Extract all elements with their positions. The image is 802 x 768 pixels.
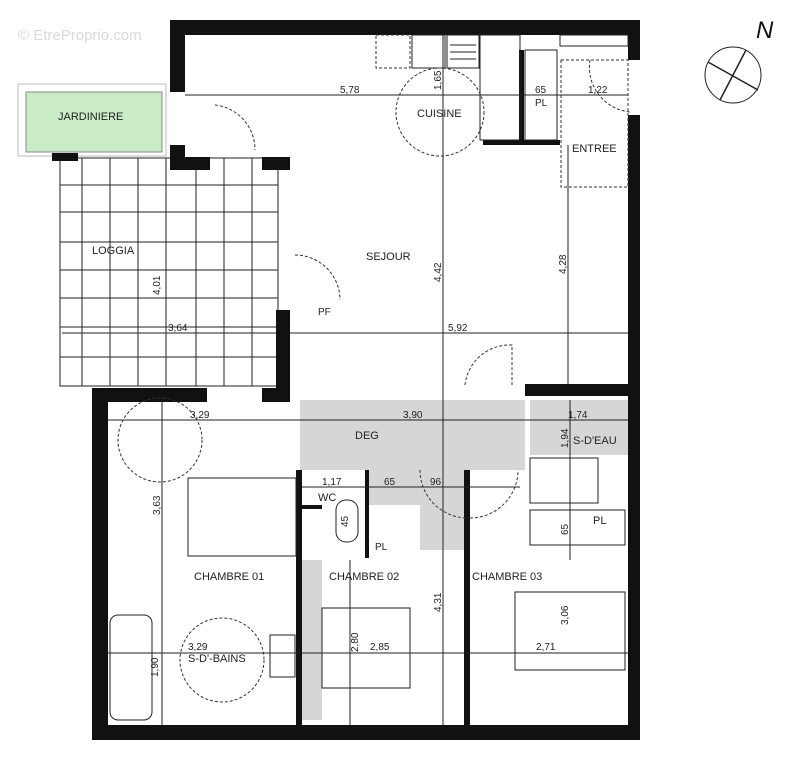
dim-loggia-h: 4,01 xyxy=(152,275,163,295)
dim-sejour-h1: 4,42 xyxy=(433,262,444,282)
room-label-deg: DEG xyxy=(355,430,379,442)
dim-deg-door: 96 xyxy=(430,477,442,488)
jardiniere-outline xyxy=(17,83,167,157)
compass: N xyxy=(704,17,774,104)
compass-rose-icon xyxy=(704,46,762,104)
dim-bains-w: 3,29 xyxy=(188,642,208,653)
dim-ch2-h: 4,31 xyxy=(433,592,444,612)
room-label-chambre03: CHAMBRE 03 xyxy=(472,571,542,583)
north-label: N xyxy=(756,17,774,44)
room-label-pl1: PL xyxy=(535,98,548,109)
dim-cuisine-v: 1,65 xyxy=(433,70,444,90)
room-label-chambre02: CHAMBRE 02 xyxy=(329,571,399,583)
dim-ch3-w: 2,71 xyxy=(536,642,556,653)
dim-pl2-w: 65 xyxy=(384,477,396,488)
dim-entree-w: 1,22 xyxy=(588,85,608,96)
room-label-s-eau: S-D'EAU xyxy=(573,435,617,447)
dim-bains-h: 1,90 xyxy=(150,657,161,677)
chambre02-closet-floor xyxy=(300,560,322,720)
room-label-s-bains: S-D'-BAINS xyxy=(188,653,246,665)
room-label-loggia: LOGGIA xyxy=(92,245,135,257)
room-label-pf: PF xyxy=(318,307,331,318)
furniture xyxy=(109,457,626,721)
jardiniere-area xyxy=(25,91,163,153)
watermark: © EtreProprio.com xyxy=(18,27,142,44)
dimension-lines xyxy=(62,35,628,725)
room-label-cuisine: CUISINE xyxy=(417,108,462,120)
circulation-area xyxy=(300,400,525,550)
dim-loggia-w: 3,64 xyxy=(168,323,188,334)
dim-sejour-h2: 4,28 xyxy=(558,254,569,274)
dim-deg-w: 3,90 xyxy=(403,410,423,421)
s-eau-floor xyxy=(530,400,630,455)
dim-ch2-w: 2,85 xyxy=(370,642,390,653)
dim-seau-w: 1,74 xyxy=(568,410,588,421)
walls xyxy=(52,20,640,740)
kitchen-fixtures xyxy=(375,34,629,188)
compass-line xyxy=(719,49,747,101)
dim-ch1-w: 3,29 xyxy=(190,410,210,421)
dim-ch3-h: 3,06 xyxy=(560,605,571,625)
dim-ch1-h: 3,63 xyxy=(152,495,163,515)
room-label-sejour: SEJOUR xyxy=(366,251,411,263)
door-swings xyxy=(117,59,631,703)
dim-pl-w: 65 xyxy=(535,85,547,96)
dim-wc-h: 45 xyxy=(340,515,351,527)
dim-pl3-h: 65 xyxy=(560,523,571,535)
dim-wc-w: 1,17 xyxy=(322,477,342,488)
room-label-pl2: PL xyxy=(375,542,388,553)
dim-ch2-bed-h: 2,80 xyxy=(350,632,361,652)
dim-sejour-w: 5,92 xyxy=(448,323,468,334)
room-label-chambre01: CHAMBRE 01 xyxy=(194,571,264,583)
dim-sejour-top: 5,78 xyxy=(340,85,360,96)
room-label-jardiniere: JARDINIERE xyxy=(58,111,123,123)
room-label-entree: ENTREE xyxy=(572,143,617,155)
room-label-wc: WC xyxy=(318,492,336,504)
loggia-grid xyxy=(59,157,279,387)
room-label-pl3: PL xyxy=(593,515,606,527)
dim-seau-h: 1,94 xyxy=(560,428,571,448)
